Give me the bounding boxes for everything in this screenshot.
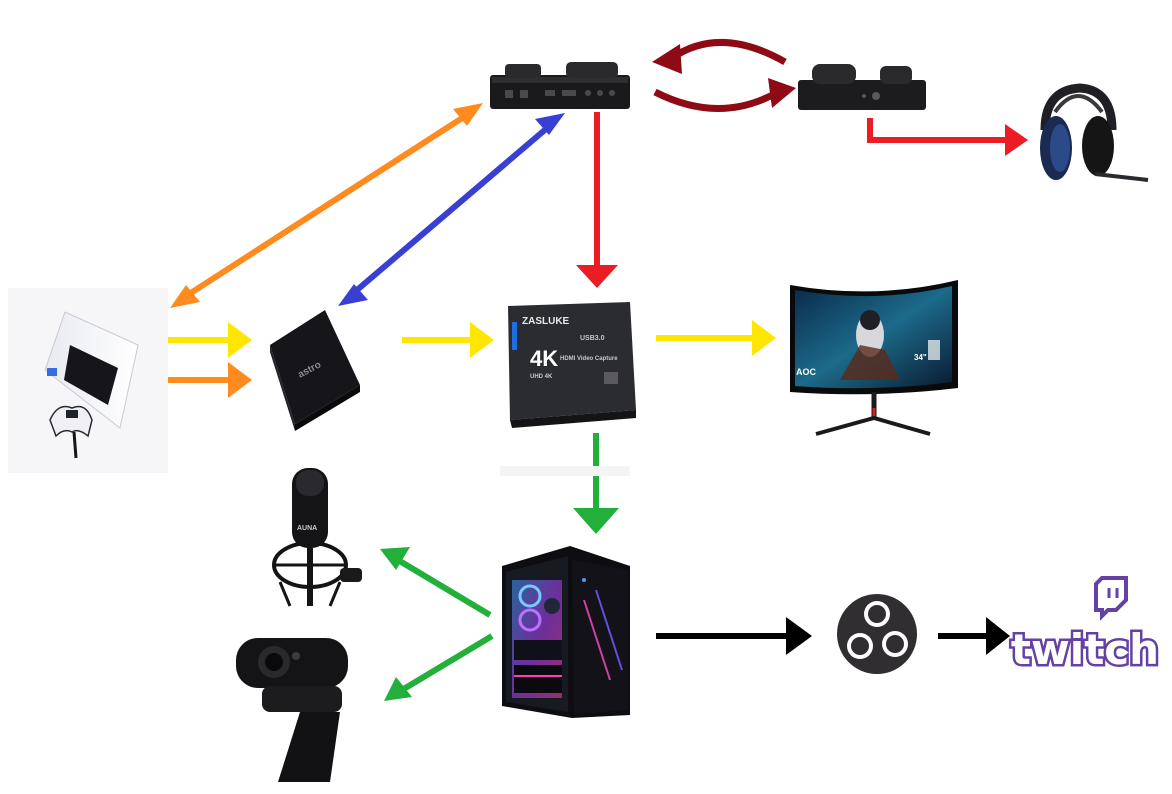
green-arrow-pc-microphone bbox=[380, 547, 492, 618]
capture-usb-label: USB3.0 bbox=[580, 335, 605, 342]
aoc-monitor: AOC 34" bbox=[790, 280, 958, 436]
black-arrow-pc-obs bbox=[656, 617, 812, 655]
red-arrow-mixamp-headset bbox=[867, 118, 1028, 156]
capture-product-label: HDMI Video Capture bbox=[560, 356, 618, 362]
green-arrow-capture-pc bbox=[573, 433, 619, 534]
monitor-brand: AOC bbox=[796, 367, 817, 377]
mixamp-secondary bbox=[798, 64, 926, 110]
yellow-arrow-hdmi-capture bbox=[402, 322, 494, 358]
astro-hdmi-box: astro bbox=[270, 310, 360, 431]
orange-arrow-console-hdmi bbox=[168, 362, 252, 398]
microphone-brand: AUNA bbox=[297, 525, 317, 532]
monitor-size-badge: 34" bbox=[914, 353, 927, 362]
blue-arrow-hdmi-mixamp bbox=[338, 113, 565, 306]
obs-logo bbox=[831, 588, 923, 680]
webcam bbox=[236, 638, 348, 782]
green-arrow-pc-webcam bbox=[384, 633, 494, 701]
ps5-console bbox=[8, 288, 168, 473]
microphone: AUNA bbox=[272, 468, 362, 607]
capture-card: ZASLUKE USB3.0 4K UHD 4K HDMI Video Capt… bbox=[500, 302, 636, 476]
capture-uhd-label: UHD 4K bbox=[530, 374, 553, 380]
red-arrow-mixamp-capture bbox=[576, 112, 618, 288]
yellow-arrow-capture-monitor bbox=[656, 320, 776, 356]
black-arrow-obs-twitch bbox=[938, 617, 1010, 655]
headset bbox=[1040, 83, 1149, 182]
twitch-wordmark: twitch bbox=[1011, 625, 1159, 674]
twitch-logo: twitch bbox=[1008, 576, 1162, 677]
yellow-arrow-console-hdmi bbox=[168, 322, 252, 358]
gaming-pc bbox=[502, 546, 630, 718]
mixamp-main bbox=[490, 62, 630, 109]
orange-arrow-console-mixamp bbox=[170, 103, 483, 308]
capture-4k-badge: 4K bbox=[530, 346, 558, 371]
darkred-arrows-mixamp-loop bbox=[652, 39, 796, 112]
capture-brand: ZASLUKE bbox=[522, 316, 570, 327]
